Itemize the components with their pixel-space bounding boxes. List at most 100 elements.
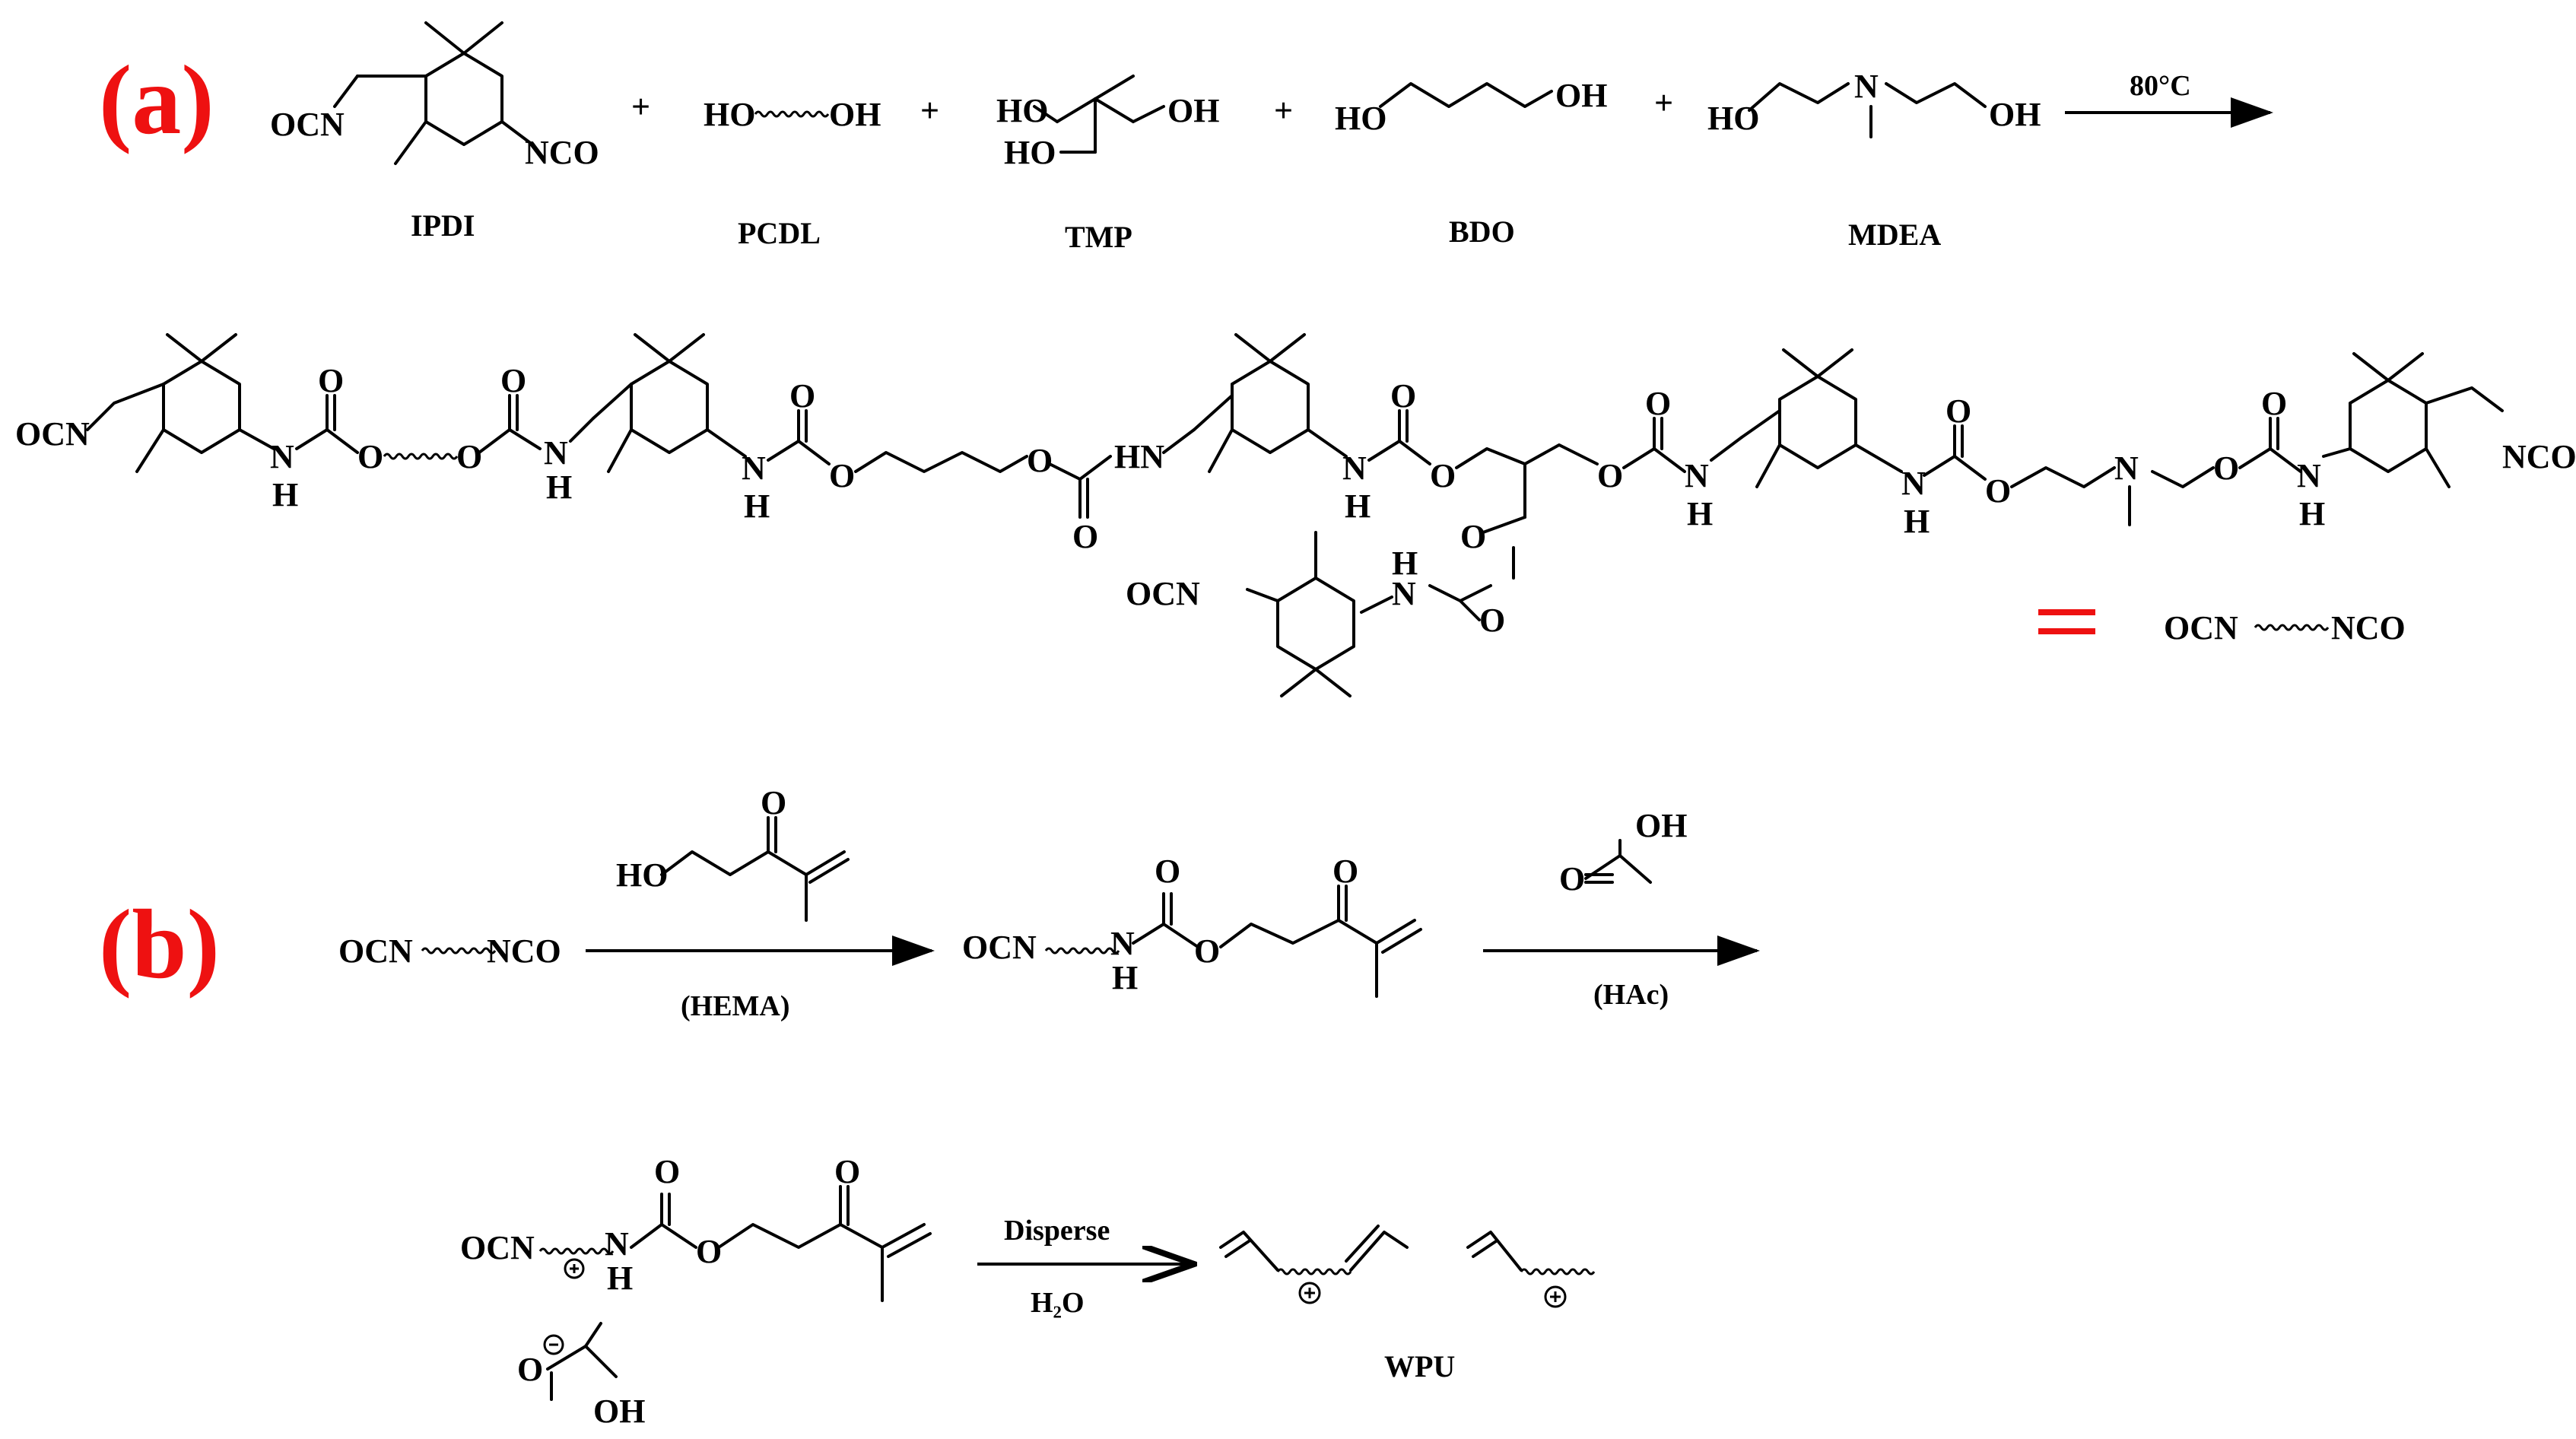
svg-text:HO: HO bbox=[1707, 100, 1759, 137]
svg-text:O: O bbox=[1479, 602, 1505, 639]
svg-text:N: N bbox=[1392, 575, 1416, 612]
svg-text:N: N bbox=[1342, 449, 1367, 487]
svg-text:O: O bbox=[1194, 932, 1220, 970]
svg-text:OCN: OCN bbox=[962, 929, 1037, 966]
svg-text:N: N bbox=[544, 434, 568, 472]
plus-4: + bbox=[1654, 84, 1673, 122]
svg-text:HN: HN bbox=[1114, 438, 1164, 475]
panel-label-a: (a) bbox=[99, 46, 214, 155]
svg-text:O: O bbox=[1559, 860, 1585, 897]
svg-text:HO: HO bbox=[996, 92, 1048, 129]
svg-text:H: H bbox=[546, 469, 572, 506]
svg-text:OH: OH bbox=[1555, 77, 1607, 114]
svg-text:O: O bbox=[456, 438, 482, 475]
svg-text:O: O bbox=[1430, 457, 1456, 494]
wpu-chain-1 bbox=[1219, 1225, 1409, 1304]
label-wpu: WPU bbox=[1384, 1349, 1455, 1383]
tmp-structure: HO OH HO bbox=[996, 75, 1219, 171]
svg-text:HO: HO bbox=[1335, 100, 1386, 137]
svg-text:O: O bbox=[654, 1153, 680, 1190]
svg-text:N: N bbox=[742, 449, 766, 487]
svg-text:OCN: OCN bbox=[460, 1229, 535, 1266]
svg-text:OCN: OCN bbox=[1126, 575, 1200, 612]
svg-text:O: O bbox=[761, 784, 786, 821]
svg-text:NCO: NCO bbox=[2331, 609, 2406, 646]
svg-text:O: O bbox=[1332, 853, 1358, 890]
svg-text:O: O bbox=[829, 457, 855, 494]
prepolymer-structure: OCN N H O O O O N H N H O O O bbox=[15, 333, 2576, 697]
svg-text:NCO: NCO bbox=[487, 932, 561, 970]
svg-text:O: O bbox=[1985, 472, 2011, 510]
svg-text:O: O bbox=[1155, 853, 1180, 890]
svg-text:OH: OH bbox=[593, 1393, 645, 1430]
svg-text:O: O bbox=[2213, 449, 2239, 487]
svg-text:N: N bbox=[270, 438, 294, 475]
svg-text:O: O bbox=[357, 438, 383, 475]
plus-3: + bbox=[1274, 92, 1293, 129]
condition-80c: 80°C bbox=[2130, 70, 2191, 102]
svg-text:N: N bbox=[1685, 457, 1709, 494]
svg-text:N: N bbox=[605, 1225, 629, 1263]
svg-text:HO: HO bbox=[704, 96, 755, 133]
label-pcdl: PCDL bbox=[738, 216, 821, 250]
svg-text:O: O bbox=[1027, 442, 1053, 479]
plus-2: + bbox=[920, 92, 939, 129]
svg-text:H: H bbox=[1392, 545, 1418, 582]
ipdi-nco: NCO bbox=[525, 134, 599, 171]
wpu-chain-2 bbox=[1466, 1231, 1596, 1308]
svg-text:OH: OH bbox=[1989, 96, 2041, 133]
svg-text:H: H bbox=[744, 488, 770, 525]
bdo-structure: HO OH bbox=[1335, 77, 1607, 137]
ipdi-structure: OCN NCO bbox=[270, 21, 599, 171]
svg-text:OCN: OCN bbox=[2164, 609, 2238, 646]
svg-text:N: N bbox=[1110, 925, 1135, 962]
plus-1: + bbox=[631, 88, 650, 125]
svg-text:O: O bbox=[517, 1351, 543, 1388]
label-mdea: MDEA bbox=[1848, 218, 1941, 252]
svg-text:O: O bbox=[834, 1153, 860, 1190]
svg-text:H: H bbox=[1345, 488, 1371, 525]
svg-text:OCN: OCN bbox=[338, 932, 413, 970]
svg-text:O: O bbox=[1597, 457, 1623, 494]
svg-text:H: H bbox=[2299, 495, 2325, 532]
condition-water: H₂O bbox=[1031, 1287, 1085, 1319]
prepolymer-shorthand-b: OCN NCO bbox=[338, 932, 561, 970]
svg-text:OH: OH bbox=[829, 96, 881, 133]
label-tmp: TMP bbox=[1065, 220, 1132, 254]
svg-text:N: N bbox=[1901, 465, 1926, 502]
svg-text:O: O bbox=[1645, 385, 1671, 422]
svg-text:N: N bbox=[2114, 449, 2139, 487]
svg-text:O: O bbox=[318, 362, 344, 399]
svg-text:O: O bbox=[696, 1233, 722, 1270]
label-ipdi: IPDI bbox=[411, 208, 475, 243]
condition-hema: (HEMA) bbox=[681, 990, 790, 1022]
svg-text:O: O bbox=[789, 377, 815, 415]
ipdi-ocn: OCN bbox=[270, 106, 345, 143]
svg-text:NCO: NCO bbox=[2502, 438, 2576, 475]
svg-text:OH: OH bbox=[1635, 807, 1687, 844]
svg-text:O: O bbox=[1072, 518, 1098, 555]
condition-hac: (HAc) bbox=[1593, 979, 1669, 1011]
svg-text:HO: HO bbox=[1004, 134, 1056, 171]
svg-text:O: O bbox=[1460, 518, 1486, 555]
hema-structure: HO O bbox=[616, 784, 850, 922]
svg-text:H: H bbox=[1904, 503, 1930, 540]
svg-text:O: O bbox=[1390, 377, 1416, 415]
mdea-structure: HO N OH bbox=[1707, 68, 2041, 138]
svg-text:H: H bbox=[272, 476, 298, 513]
svg-text:OH: OH bbox=[1167, 92, 1219, 129]
svg-text:H: H bbox=[1687, 495, 1713, 532]
ionomer-structure: OCN N H O O O O OH bbox=[460, 1153, 932, 1430]
hema-capped-intermediate: OCN N H O O O bbox=[962, 853, 1422, 998]
svg-text:O: O bbox=[500, 362, 526, 399]
svg-text:O: O bbox=[2261, 385, 2287, 422]
svg-text:O: O bbox=[1945, 392, 1971, 430]
label-bdo: BDO bbox=[1449, 214, 1515, 249]
condition-disperse: Disperse bbox=[1004, 1215, 1110, 1247]
svg-text:OCN: OCN bbox=[15, 415, 90, 453]
svg-text:H: H bbox=[607, 1260, 633, 1297]
pcdl-structure: HO OH bbox=[704, 96, 881, 133]
shorthand-ocn-nco: OCN NCO bbox=[2164, 609, 2406, 646]
panel-label-b: (b) bbox=[99, 890, 220, 999]
